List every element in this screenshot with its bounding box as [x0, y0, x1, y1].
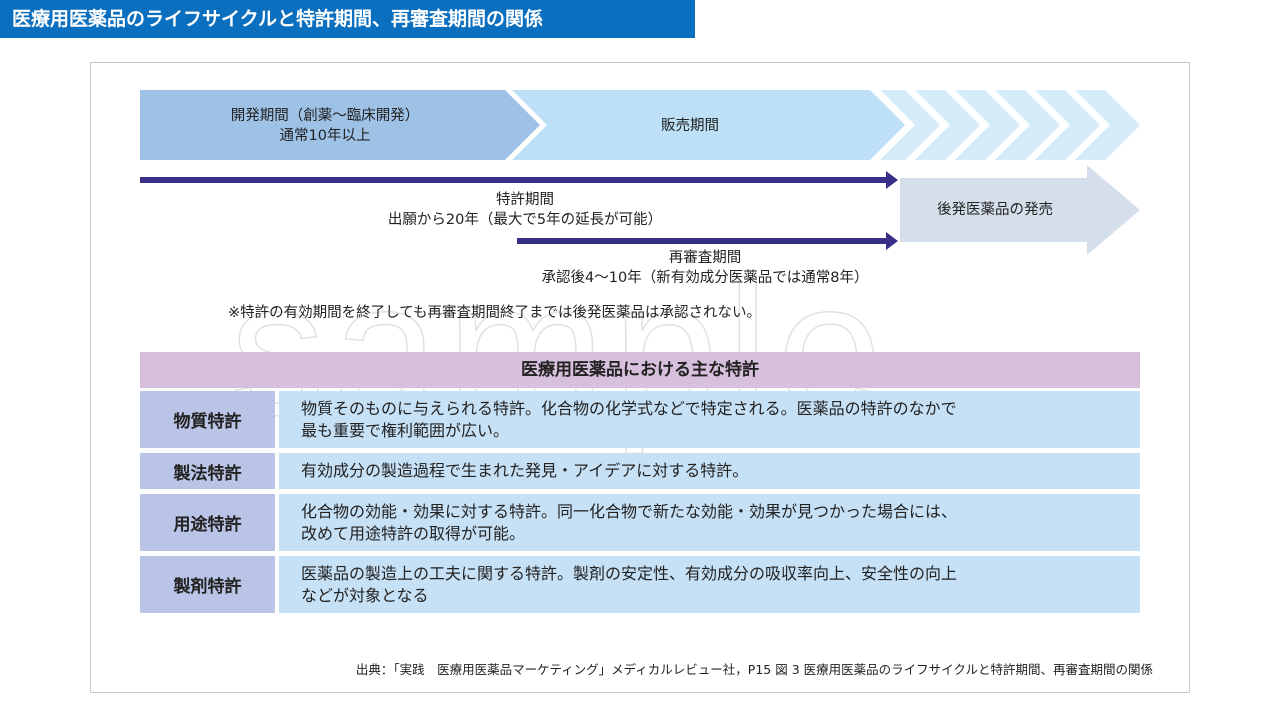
patent-type: 物質特許 [140, 391, 275, 448]
patent-type: 製法特許 [140, 453, 275, 489]
patent-description: 医薬品の製造上の工夫に関する特許。製剤の安定性、有効成分の吸収率向上、安全性の向… [279, 556, 1140, 613]
patent-description: 物質そのものに与えられる特許。化合物の化学式などで特定される。医薬品の特許のなか… [279, 391, 1140, 448]
reexam-period-arrow [517, 232, 898, 250]
reexam-duration: 承認後4〜10年（新有効成分医薬品では通常8年） [541, 270, 869, 286]
patent-title: 特許期間 [496, 192, 554, 208]
patent-table-header: 医療用医薬品における主な特許 [140, 352, 1140, 388]
reexam-title: 再審査期間 [668, 250, 742, 266]
source-citation: 出典：「実践 医療用医薬品マーケティング」メディカルレビュー社，P15 図 3 … [355, 662, 1153, 677]
sales-arrow [512, 90, 905, 160]
reexam-label: 再審査期間 承認後4〜10年（新有効成分医薬品では通常8年） [520, 248, 890, 288]
generic-label: 後発医薬品の発売 [937, 202, 1053, 218]
patent-duration: 出願から20年（最大で5年の延長が可能） [387, 212, 663, 228]
table-row: 物質特許 物質そのものに与えられる特許。化合物の化学式などで特定される。医薬品の… [140, 391, 1140, 448]
patent-type: 製剤特許 [140, 556, 275, 613]
page-title: 医療用医薬品のライフサイクルと特許期間、再審査期間の関係 [0, 0, 695, 38]
sales-label: 販売期間 [661, 118, 719, 134]
patent-description: 化合物の効能・効果に対する特許。同一化合物で新たな効能・効果が見つかった場合には… [279, 494, 1140, 551]
development-arrow [140, 90, 540, 160]
table-row: 用途特許 化合物の効能・効果に対する特許。同一化合物で新たな効能・効果が見つかっ… [140, 494, 1140, 551]
footnote: ※特許の有効期間を終了しても再審査期間終了までは後発医薬品は承認されない。 [228, 305, 761, 321]
lifecycle-diagram [140, 90, 1140, 255]
development-label: 開発期間（創薬〜臨床開発） 通常10年以上 [180, 106, 470, 146]
figure-frame [90, 62, 1190, 693]
patent-type: 用途特許 [140, 494, 275, 551]
continuation-chevrons [880, 90, 1140, 160]
patent-label: 特許期間 出願から20年（最大で5年の延長が可能） [360, 190, 690, 230]
development-duration: 通常10年以上 [279, 128, 371, 144]
patent-description: 有効成分の製造過程で生まれた発見・アイデアに対する特許。 [279, 453, 1140, 489]
development-title: 開発期間（創薬〜臨床開発） [230, 108, 420, 124]
patent-period-arrow [140, 171, 898, 189]
generic-launch-arrow [900, 165, 1140, 255]
table-row: 製剤特許 医薬品の製造上の工夫に関する特許。製剤の安定性、有効成分の吸収率向上、… [140, 556, 1140, 613]
table-row: 製法特許 有効成分の製造過程で生まれた発見・アイデアに対する特許。 [140, 453, 1140, 489]
